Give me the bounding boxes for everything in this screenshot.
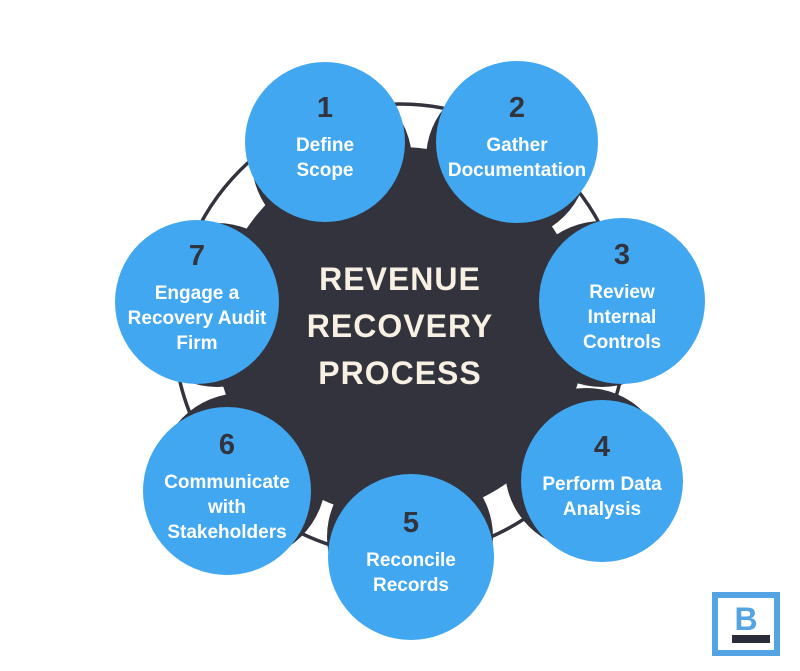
step-circle-3: 3 Review Internal Controls	[539, 218, 705, 384]
step-label: Perform Data Analysis	[542, 474, 662, 520]
step-circle-2: 2 Gather Documentation	[436, 61, 598, 223]
logo-letter: B	[734, 601, 758, 637]
step-number: 3	[613, 238, 631, 271]
step-number: 4	[593, 431, 611, 463]
step-circle-7: 7 Engage a Recovery Audit Firm	[115, 220, 279, 384]
step-circle-5: 5 Reconcile Records	[328, 474, 494, 640]
step-number: 5	[402, 507, 420, 539]
step-circle-6: 6 Communicate with Stakeholders	[143, 407, 311, 575]
step-number: 6	[218, 428, 236, 461]
step-label: Engage a Recovery Audit Firm	[127, 282, 267, 354]
step-label: Review Internal Controls	[582, 281, 662, 353]
step-number: 2	[508, 92, 526, 124]
step-number: 7	[188, 239, 206, 272]
step-circle-4: 4 Perform Data Analysis	[521, 400, 683, 562]
brand-logo: B	[712, 592, 780, 656]
step-label: Reconcile Records	[366, 550, 456, 596]
diagram-title: REVENUE RECOVERY PROCESS	[306, 261, 494, 391]
step-label: Gather Documentation	[447, 135, 587, 181]
center-disc	[215, 147, 585, 517]
step-label: Communicate with Stakeholders	[164, 471, 290, 543]
logo-underline-bar	[732, 635, 770, 643]
step-number: 1	[316, 92, 334, 124]
step-label: Define Scope	[295, 135, 355, 181]
step-circle-1: 1 Define Scope	[245, 62, 405, 222]
